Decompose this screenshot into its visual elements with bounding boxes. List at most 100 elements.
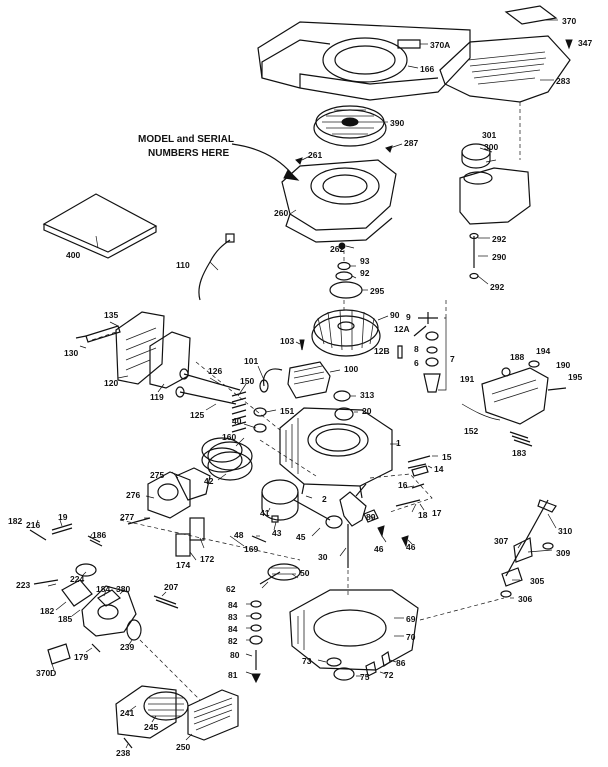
part-label: 46 (406, 542, 416, 552)
leader-lines (35, 19, 558, 749)
governor-control-bracket (481, 360, 567, 425)
gasket-174 (175, 533, 191, 557)
part-label: 166 (420, 64, 434, 74)
link-152 (461, 403, 501, 421)
rewind-starter-390 (313, 105, 387, 147)
part-label: 12B (374, 346, 390, 356)
part-label: 89 (366, 512, 376, 522)
part-label: 309 (556, 548, 570, 558)
piston-42 (207, 441, 253, 481)
part-label: 283 (556, 76, 570, 86)
spark-plug-130 (75, 325, 121, 343)
part-label: 70 (406, 632, 416, 642)
seat-224 (75, 563, 97, 577)
part-label: 216 (26, 520, 40, 530)
valve-spring-150 (231, 391, 247, 433)
crankshaft-30 (339, 483, 367, 568)
part-label: 370 (562, 16, 576, 26)
part-label: 15 (442, 452, 452, 462)
blower-housing-cover-166 (257, 21, 471, 101)
shroud-283 (439, 35, 571, 160)
float-184 (97, 589, 121, 607)
part-label: 92 (360, 268, 370, 278)
part-label: 90 (390, 310, 400, 320)
spring-309 (542, 542, 554, 550)
part-label: 75 (360, 672, 370, 682)
callout-line-2: NUMBERS HERE (148, 148, 229, 159)
part-label: 119 (150, 392, 164, 402)
part-label: 370D (36, 668, 56, 678)
part-label: 290 (492, 252, 506, 262)
cylinder-block-1 (279, 407, 393, 499)
link-19 (51, 523, 73, 535)
part-label: 241 (120, 708, 134, 718)
decal-370 (504, 5, 558, 25)
screw-261 (295, 157, 303, 165)
part-label: 277 (120, 512, 134, 522)
retainer-151 (253, 407, 267, 433)
part-label: 179 (74, 652, 88, 662)
part-label: 84 (228, 624, 238, 634)
part-label: 347 (578, 38, 592, 48)
piston-41 (261, 479, 299, 521)
part-label: 17 (432, 508, 442, 518)
bolt-72 (365, 661, 377, 677)
part-label: 45 (296, 532, 306, 542)
valve-126 (179, 368, 241, 391)
part-label: 400 (66, 250, 80, 260)
nut-306 (500, 590, 512, 598)
part-label: 301 (482, 130, 496, 140)
part-label: 9 (406, 312, 411, 322)
gasket-239 (126, 619, 142, 641)
spring-183 (509, 431, 533, 447)
part-label: 7 (450, 354, 455, 364)
part-label: 313 (360, 390, 374, 400)
lever-307 (513, 537, 533, 563)
screw-262 (338, 242, 346, 250)
screw-103 (299, 339, 305, 351)
part-label: 390 (390, 118, 404, 128)
screw-287 (385, 145, 393, 153)
part-label: 182 (40, 606, 54, 616)
part-label: 300 (484, 142, 498, 152)
part-label: 307 (494, 536, 508, 546)
part-label: 1 (396, 438, 401, 448)
cover-400 (42, 193, 158, 259)
part-label: 2 (322, 494, 327, 504)
part-label: 188 (510, 352, 524, 362)
part-label: 207 (164, 582, 178, 592)
screen-295 (329, 281, 363, 299)
part-label: 310 (558, 526, 572, 536)
part-label: 81 (228, 670, 238, 680)
part-label: 152 (464, 426, 478, 436)
part-label: 238 (116, 748, 130, 758)
dipper-89 (363, 509, 379, 523)
cover-250 (187, 689, 239, 741)
screw-238 (123, 737, 133, 749)
part-label: 125 (190, 410, 204, 420)
screw-216 (29, 529, 47, 541)
part-label: 110 (176, 260, 190, 270)
part-label: 86 (396, 658, 406, 668)
part-label: 93 (360, 256, 370, 266)
seal-313 (333, 390, 351, 402)
filter-245 (143, 691, 189, 721)
part-label: 182 (8, 516, 22, 526)
part-label: 16 (398, 480, 408, 490)
part-label: 19 (58, 512, 68, 522)
pin-43 (271, 515, 279, 523)
nut-93 (337, 261, 351, 271)
spring-207 (153, 595, 179, 609)
gasket-172 (189, 517, 205, 541)
part-label: 30 (318, 552, 328, 562)
part-label: 275 (150, 470, 164, 480)
ground-wire-110 (198, 233, 235, 301)
part-label: 72 (384, 670, 394, 680)
gear-73 (326, 657, 342, 667)
part-label: 194 (536, 346, 550, 356)
gear-50 (267, 563, 301, 581)
muffler-guard-275 (175, 467, 211, 501)
part-label: 83 (228, 612, 238, 622)
breather-tube-15 (407, 455, 431, 469)
